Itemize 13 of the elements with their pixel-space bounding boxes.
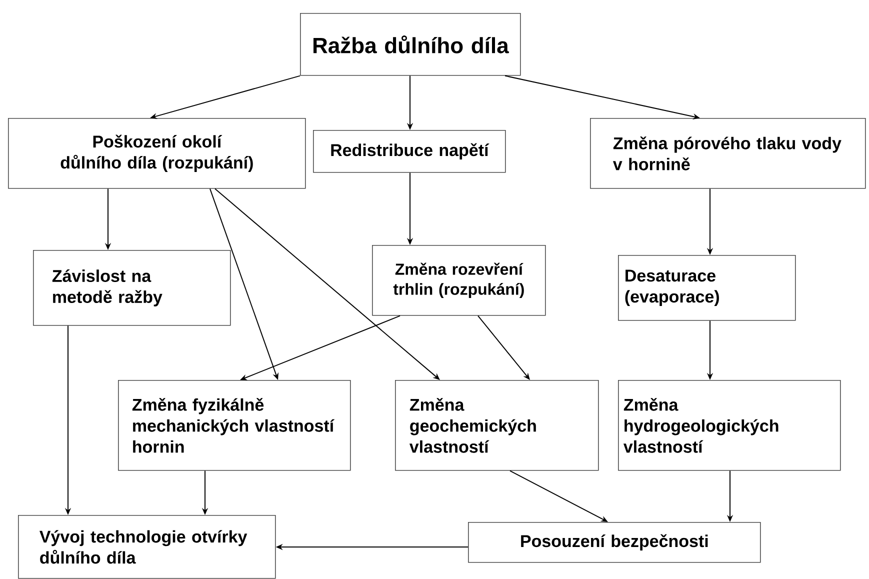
process-box: Posouzení bezpečnosti	[468, 522, 761, 563]
process-box: Změna geochemických vlastností	[395, 380, 599, 471]
process-box: Ražba důlního díla	[300, 13, 521, 76]
process-box: Změna rozevření trhlin (rozpukání)	[372, 245, 546, 316]
process-box: Změna hydrogeologických vlastností	[618, 380, 841, 471]
arrow	[214, 188, 440, 380]
process-box: Změna fyzikálně mechanických vlastností hornin	[118, 380, 351, 471]
process-box: Desaturace (evaporace)	[618, 255, 796, 321]
process-box: Poškození okolí důlního díla (rozpukání)	[8, 118, 306, 189]
process-box: Vývoj technologie otvírky důlního díla	[18, 515, 276, 579]
process-box: Závislost na metodě ražby	[33, 250, 231, 326]
process-box: Změna pórového tlaku vody v hornině	[590, 118, 866, 189]
process-box: Redistribuce napětí	[313, 130, 506, 173]
